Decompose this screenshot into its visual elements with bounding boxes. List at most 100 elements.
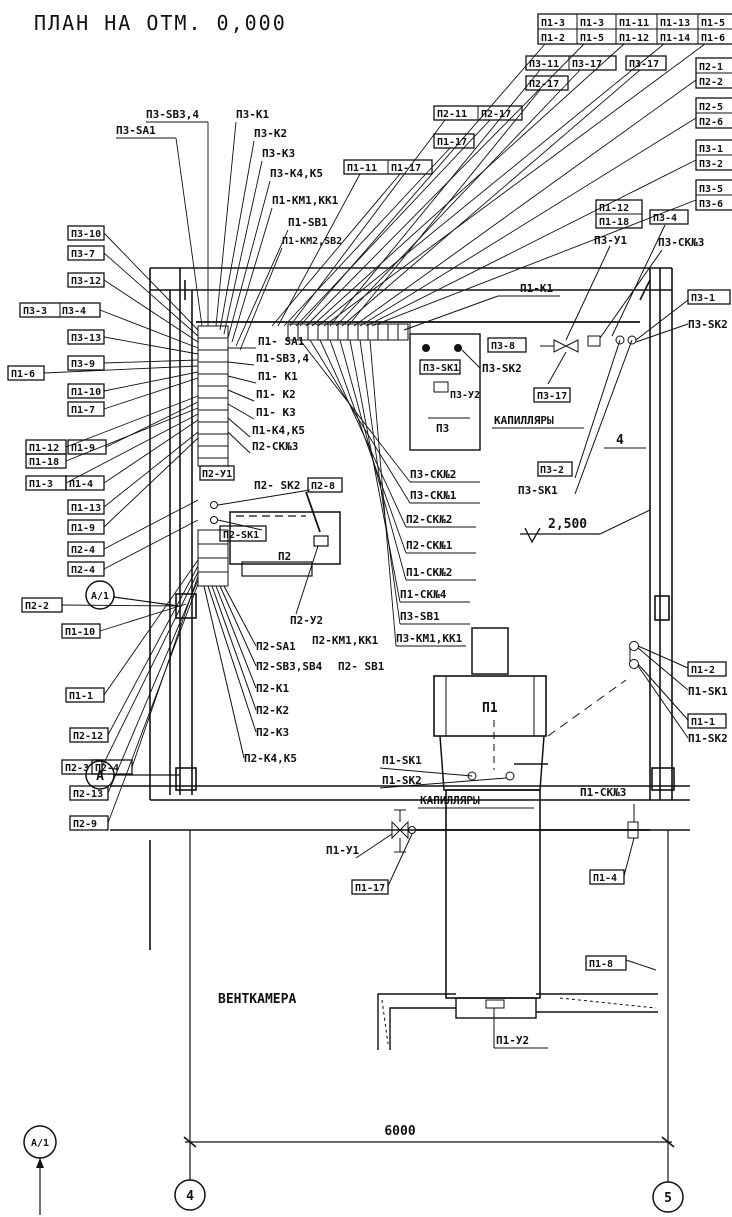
left-tag-leader bbox=[103, 252, 199, 337]
tag-p3-11: П3-11 bbox=[529, 59, 559, 70]
tag-r2c1: П1-2 bbox=[541, 33, 565, 44]
tags-mid: П2-11 П2-17 П1-17 П1-11 П1-17 bbox=[343, 105, 523, 175]
label-p2-sa1: П2-SА1 bbox=[256, 640, 296, 653]
left-tag-label: П3-10 bbox=[71, 229, 101, 240]
left-tag-leader bbox=[107, 565, 199, 736]
left-tag-label: П1-12 bbox=[29, 443, 59, 454]
label-p3-sk1: П3-SК1 bbox=[423, 363, 459, 374]
label-p2-y2: П2-У2 bbox=[290, 614, 323, 627]
left-labels-top: П3-SВ3,4 П3-SА1 П3-К1 П3-К2 П3-К3 П3-К4,… bbox=[116, 108, 342, 351]
cable-label: П2-СК№2 bbox=[406, 513, 452, 526]
axis-4-label: 4 bbox=[186, 1189, 194, 1204]
label-p1-sk1: П1-SК1 bbox=[382, 754, 422, 767]
left-tag-leader bbox=[107, 583, 199, 824]
left-tag-label: П3-4 bbox=[62, 306, 86, 317]
label-p3-1: П3-1 bbox=[691, 293, 715, 304]
left-tag-label: П1-4 bbox=[69, 479, 93, 490]
cable-leader bbox=[369, 339, 397, 647]
label-p3-y1: П3-У1 bbox=[594, 234, 627, 247]
label-p3-unit: П3 bbox=[436, 422, 449, 435]
left-tag-leader bbox=[103, 431, 199, 508]
label-p1-k1: П1- К1 bbox=[258, 370, 298, 383]
room-name: ВЕНТКАМЕРА bbox=[218, 992, 296, 1007]
label-p2-sk1: П2-SК1 bbox=[223, 530, 259, 541]
label-p3-k3: П3-К3 bbox=[262, 147, 295, 160]
label-p3-ck3: П3-СК№3 bbox=[658, 236, 704, 249]
tag-p2-1: П2-1 bbox=[699, 62, 723, 73]
tag-r1c1: П1-3 bbox=[541, 18, 565, 29]
label-p3-k2: П3-К2 bbox=[254, 127, 287, 140]
label-p1-4: П1-4 bbox=[593, 873, 617, 884]
left-tag-leader bbox=[43, 365, 199, 374]
left-tag-leader bbox=[65, 407, 199, 462]
tag-p3-6: П3-6 bbox=[699, 199, 723, 210]
cable-label: П1-СК№4 bbox=[400, 588, 447, 601]
leader-lines-top bbox=[271, 43, 706, 327]
left-tag-label: П1-18 bbox=[29, 457, 59, 468]
cable-label: П2-СК№1 bbox=[406, 539, 453, 552]
tag-p2-5: П2-5 bbox=[699, 102, 723, 113]
tag-p3-17a: П3-17 bbox=[572, 59, 602, 70]
label-p2-k1: П2-К1 bbox=[256, 682, 289, 695]
label-p1-k1-top: П1-К1 bbox=[520, 282, 553, 295]
cable-label: П3-СК№1 bbox=[410, 489, 457, 502]
tag-p3-2: П3-2 bbox=[699, 159, 723, 170]
tags-top-right: П1-3 П1-3 П1-11 П1-13 П1-5 П1-2 П1-5 П1-… bbox=[525, 13, 732, 91]
tag-r2c4: П1-14 bbox=[660, 33, 690, 44]
cable-label: П3-СК№2 bbox=[410, 468, 456, 481]
tag-p1-17b: П1-17 bbox=[391, 163, 421, 174]
left-tag-leader bbox=[103, 359, 199, 364]
label-p1-8: П1-8 bbox=[589, 959, 613, 970]
label-p1-sk2: П1-SК2 bbox=[382, 774, 422, 787]
tag-p2-2: П2-2 bbox=[699, 77, 723, 88]
label-p1-y2: П1-У2 bbox=[496, 1034, 529, 1047]
label-p3-8: П3-8 bbox=[491, 341, 515, 352]
axis-a1-bottom-label: А/1 bbox=[31, 1138, 49, 1149]
label-p2-8: П2-8 bbox=[311, 481, 335, 492]
left-tag-label: П2-9 bbox=[73, 819, 97, 830]
left-tag-leader bbox=[105, 401, 199, 448]
tag-p3-1: П3-1 bbox=[699, 144, 723, 155]
label-p1-km1: П1-КМ1,КК1 bbox=[272, 194, 339, 207]
plan-title: ПЛАН НА ОТМ. 0,000 bbox=[34, 11, 287, 35]
left-tag-label: П1-9 bbox=[71, 523, 95, 534]
left-tag-leader bbox=[103, 279, 199, 343]
left-tag-leader bbox=[103, 499, 199, 550]
left-tag-label: П3-3 bbox=[23, 306, 47, 317]
left-tag-leader bbox=[99, 309, 199, 349]
label-p1-k3: П1- К3 bbox=[256, 406, 296, 419]
tags-right-column: П2-1 П2-2 П2-5 П2-6 П3-1 П3-2 П3-5 П3-6 bbox=[695, 57, 732, 211]
dimension-label: 6000 bbox=[384, 1124, 415, 1139]
label-p2-k3: П2-К3 bbox=[256, 726, 289, 739]
tag-r1c3: П1-11 bbox=[619, 18, 649, 29]
label-r-p1-2: П1-2 bbox=[691, 665, 715, 676]
left-tag-label: П2-2 bbox=[25, 601, 49, 612]
tag-p2-11: П2-11 bbox=[437, 109, 467, 120]
left-tag-label: П1-9 bbox=[71, 443, 95, 454]
cable-leader bbox=[359, 339, 401, 625]
left-tag-label: П3-12 bbox=[71, 276, 101, 287]
left-tag-label: П2-4 bbox=[71, 565, 95, 576]
elevation-label: 2,500 bbox=[548, 517, 587, 532]
left-tag-label: П1-7 bbox=[71, 405, 95, 416]
label-r-p1-sk2: П1-SК2 bbox=[688, 732, 728, 745]
label-p2-sb1: П2- SВ1 bbox=[338, 660, 385, 673]
label-r-p1-sk1: П1-SК1 bbox=[688, 685, 728, 698]
left-tag-label: П3-9 bbox=[71, 359, 95, 370]
p1-unit: П1 П1-SК1 П1-SК2 КАПИЛЛЯРЫ П1-СК№3 П1-У1… bbox=[326, 627, 728, 1050]
cable-leader bbox=[329, 339, 407, 554]
left-tag-label: П1-3 bbox=[29, 479, 53, 490]
label-p2-unit: П2 bbox=[278, 550, 291, 563]
label-r-p1-1: П1-1 bbox=[691, 717, 715, 728]
left-tag-leader bbox=[103, 371, 199, 392]
terminal-strip-top bbox=[196, 321, 640, 341]
left-tag-label: П1-13 bbox=[71, 503, 101, 514]
tag-p2-17: П2-17 bbox=[481, 109, 511, 120]
terminal-strip-left bbox=[197, 325, 229, 587]
label-p3-y2: П3-У2 bbox=[450, 390, 480, 401]
tag-r2c2: П1-5 bbox=[580, 33, 604, 44]
left-tag-label: П1-6 bbox=[11, 369, 35, 380]
left-tag-leader bbox=[103, 437, 199, 528]
left-tag-leader bbox=[101, 571, 199, 768]
axis-a-label: А bbox=[96, 769, 104, 784]
